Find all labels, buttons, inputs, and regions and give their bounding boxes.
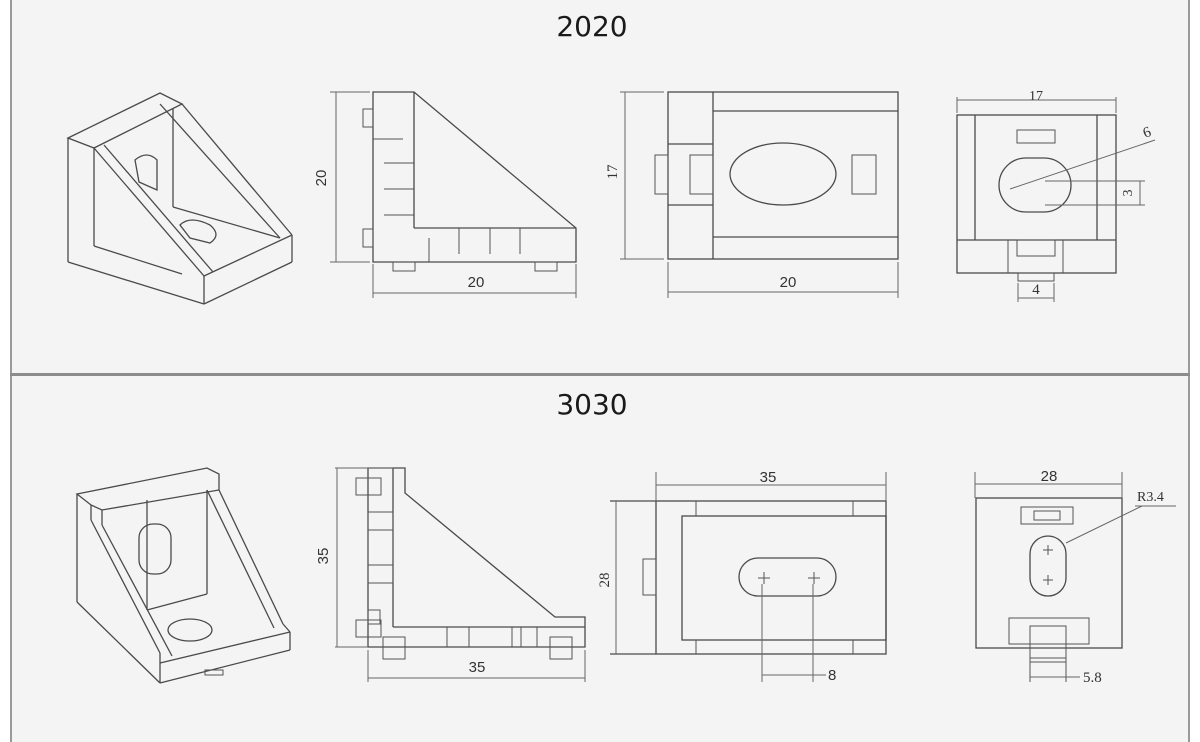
top-3030: 35 28 8: [597, 469, 887, 684]
svg-text:28: 28: [597, 573, 613, 588]
drawing-frame: [10, 0, 1190, 742]
svg-text:4: 4: [1032, 282, 1040, 298]
svg-text:20: 20: [468, 274, 485, 291]
svg-text:R3.4: R3.4: [1137, 490, 1164, 505]
svg-text:28: 28: [1041, 468, 1058, 485]
title-3030: 3030: [556, 388, 628, 421]
svg-text:17: 17: [605, 164, 621, 180]
iso-3030: [75, 467, 291, 684]
svg-text:3: 3: [1121, 190, 1136, 197]
iso-2020: [66, 92, 293, 305]
svg-text:17: 17: [1029, 89, 1043, 104]
side-3030: 35 35: [315, 467, 586, 682]
side-2020: 20 20: [313, 91, 577, 298]
svg-text:35: 35: [315, 548, 332, 565]
end-3030: 28 R3.4 5.8: [974, 468, 1176, 686]
title-2020: 2020: [556, 10, 628, 43]
svg-text:8: 8: [828, 667, 836, 684]
svg-text:35: 35: [469, 659, 486, 676]
top-2020: 17 20: [605, 91, 899, 298]
svg-text:20: 20: [780, 274, 797, 291]
svg-text:20: 20: [313, 170, 330, 187]
end-2020: 17 6 3 4: [956, 89, 1156, 302]
svg-text:6: 6: [1141, 124, 1154, 142]
svg-text:35: 35: [760, 469, 777, 486]
section-divider: [10, 373, 1190, 376]
svg-text:5.8: 5.8: [1083, 670, 1102, 686]
